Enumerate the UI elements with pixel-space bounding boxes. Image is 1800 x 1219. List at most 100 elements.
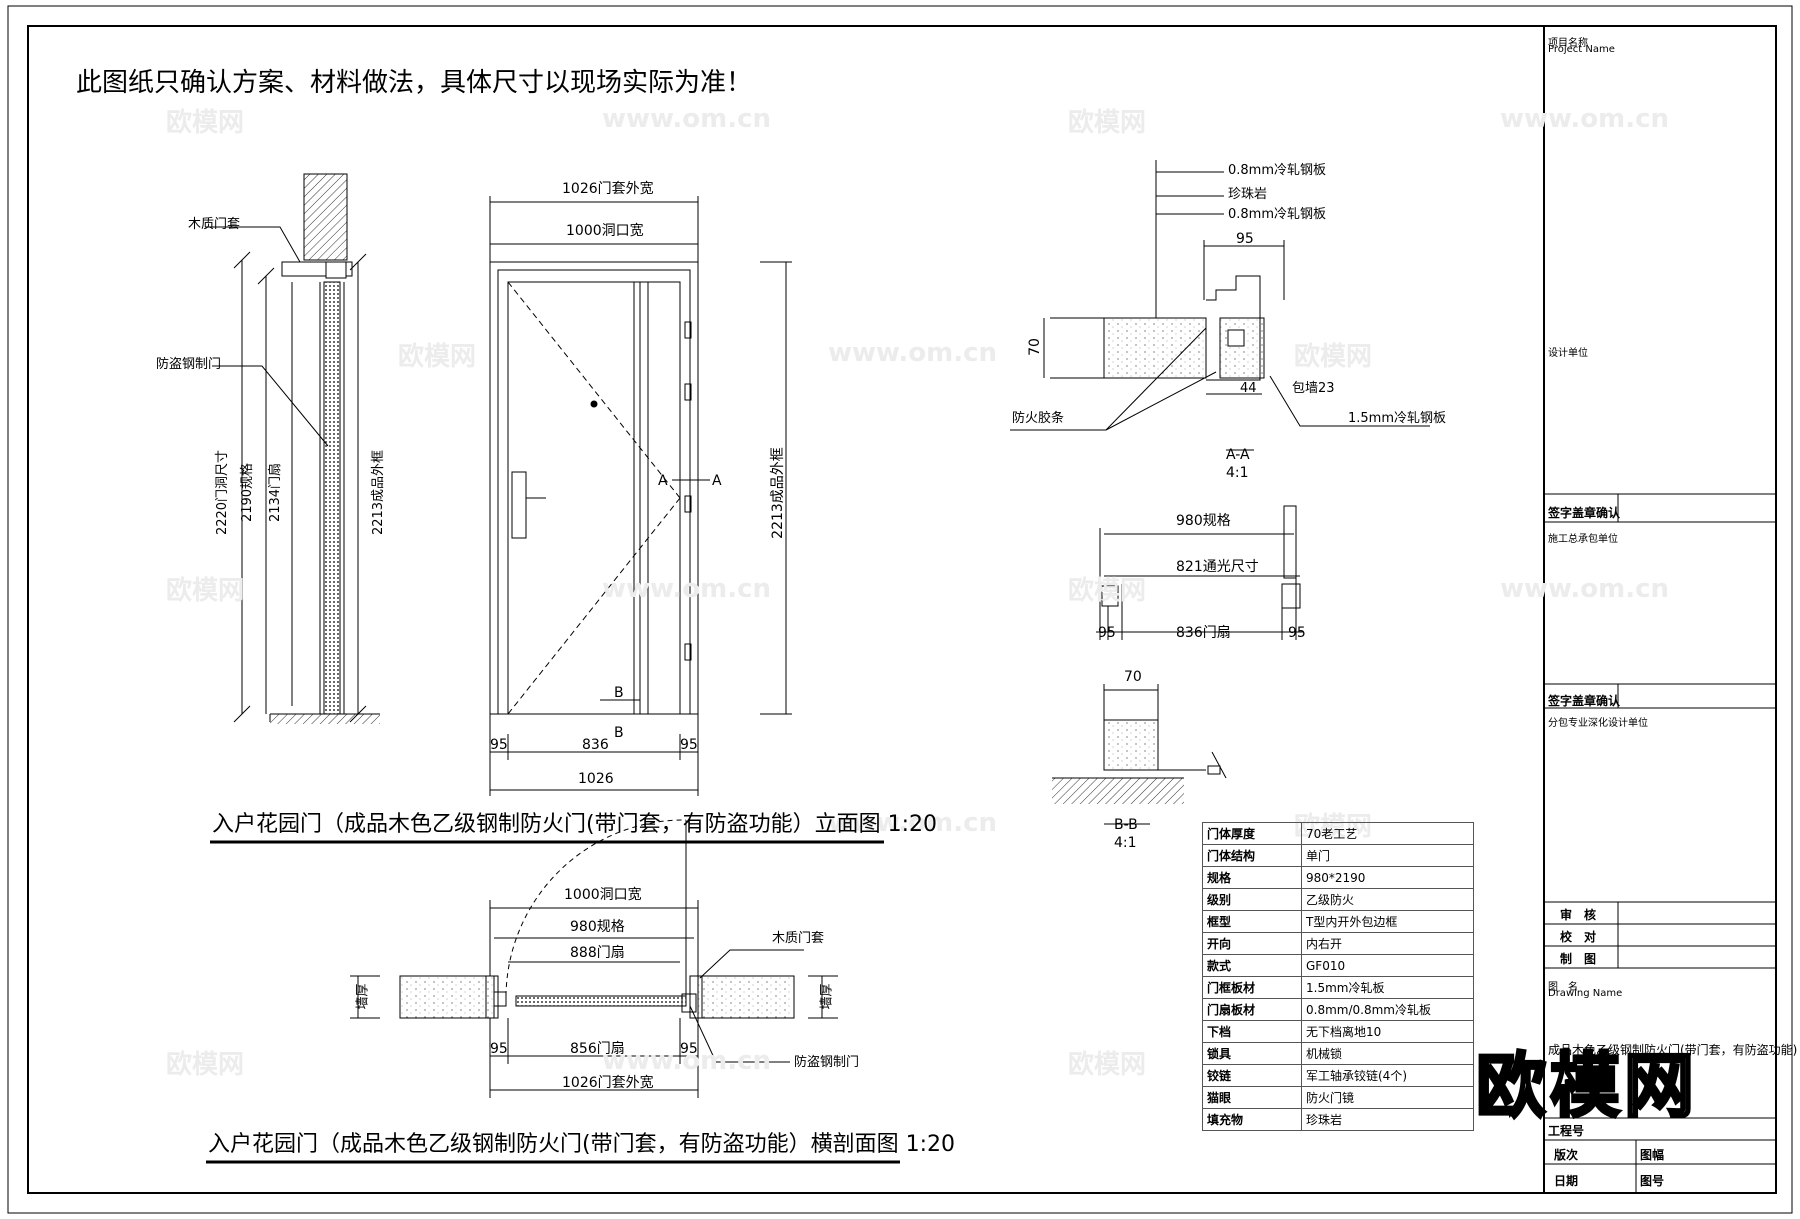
tb-sign2: 签字盖章确认	[1548, 694, 1621, 708]
watermark: 欧模网	[1068, 1050, 1147, 1080]
plan-label-trim: 木质门套	[772, 931, 825, 946]
side-section	[205, 173, 380, 724]
plan-caption: 入户花园门（成品木色乙级钢制防火门(带门套，有防盗功能）横剖面图 1:20	[208, 1132, 955, 1157]
watermark-url: www.om.cn	[1500, 574, 1670, 604]
mid-dim-821: 821通光尺寸	[1176, 559, 1259, 575]
watermark-url: www.om.cn	[602, 104, 772, 134]
plan-bot-1026: 1026门套外宽	[562, 1075, 654, 1091]
elev-bot-836: 836	[582, 737, 609, 753]
spec-row: 下档无下档离地10	[1202, 1020, 1474, 1043]
brand-logo: 欧模网	[1475, 1044, 1698, 1129]
watermark-url: www.om.cn	[828, 808, 998, 838]
aa-dim-44: 44	[1240, 381, 1257, 396]
tb-check: 校 对	[1560, 930, 1597, 944]
spec-row: 级别乙级防火	[1202, 888, 1474, 911]
tb-sign2-sub: 分包专业深化设计单位	[1548, 718, 1648, 729]
tb-drawing-cn: 图 名	[1548, 982, 1578, 993]
elev-bot-1026: 1026	[578, 771, 614, 787]
spec-value: 珍珠岩	[1301, 1108, 1474, 1131]
spec-key: 款式	[1202, 954, 1302, 977]
elev-mark-b-top: B	[614, 685, 624, 701]
side-label-door: 防盗钢制门	[156, 357, 222, 372]
aa-plate: 1.5mm冷轧钢板	[1348, 411, 1447, 426]
mid-dim-836: 836门扇	[1176, 625, 1231, 641]
plan-wall-right: 墙厚	[819, 983, 835, 1010]
elev-bot-95-left: 95	[490, 737, 508, 753]
spec-key: 开向	[1202, 932, 1302, 955]
mid-dim-95l: 95	[1098, 625, 1116, 641]
spec-value: 1.5mm冷轧板	[1301, 976, 1474, 999]
plan-top-1000: 1000洞口宽	[564, 887, 642, 903]
bb-scale: 4:1	[1114, 835, 1137, 851]
watermark-url: www.om.cn	[602, 1046, 772, 1076]
aa-dim-95: 95	[1236, 231, 1254, 247]
elev-top-1026: 1026门套外宽	[562, 181, 654, 197]
spec-row: 门体结构单门	[1202, 844, 1474, 867]
spec-key: 门体结构	[1202, 844, 1302, 867]
spec-value: 防火门镜	[1301, 1086, 1474, 1109]
spec-row: 锁具机械锁	[1202, 1042, 1474, 1065]
watermark: 欧模网	[398, 342, 477, 372]
spec-key: 门扇板材	[1202, 998, 1302, 1021]
tb-review: 审 核	[1560, 908, 1597, 922]
side-label-trim: 木质门套	[188, 217, 241, 232]
spec-key: 门框板材	[1202, 976, 1302, 999]
watermark: 欧模网	[1294, 342, 1373, 372]
spec-key: 猫眼	[1202, 1086, 1302, 1109]
aa-lead1: 0.8mm冷轧钢板	[1228, 163, 1327, 178]
tb-drawing-title: 成品木色乙级钢制防火门(带门套，有防盗功能)	[1548, 1043, 1798, 1057]
elev-mark-b-bottom: B	[614, 725, 624, 741]
section-mid	[1096, 505, 1304, 640]
aa-scale: 4:1	[1226, 465, 1249, 481]
bb-name: B-B	[1114, 817, 1138, 833]
spec-row: 填充物珍珠岩	[1202, 1108, 1474, 1131]
aa-wrap: 包墙23	[1292, 381, 1335, 396]
spec-key: 填充物	[1202, 1108, 1302, 1131]
elev-top-1000: 1000洞口宽	[566, 223, 644, 239]
plan-label-door: 防盗钢制门	[794, 1055, 860, 1070]
plan-wall-left: 墙厚	[355, 983, 371, 1010]
watermark: 欧模网	[166, 1050, 245, 1080]
side-dim-2213: 2213成品外框	[371, 449, 387, 536]
mid-dim-980: 980规格	[1176, 513, 1231, 529]
spec-key: 锁具	[1202, 1042, 1302, 1065]
spec-value: GF010	[1301, 954, 1474, 977]
plan-top-980: 980规格	[570, 919, 625, 935]
spec-row: 铰链军工轴承铰链(4个)	[1202, 1064, 1474, 1087]
spec-key: 规格	[1202, 866, 1302, 889]
spec-value: 机械锁	[1301, 1042, 1474, 1065]
tb-project-en: Project Name	[1548, 44, 1615, 55]
drawing-note: 此图纸只确认方案、材料做法，具体尺寸以现场实际为准！	[76, 68, 753, 98]
watermark-url: www.om.cn	[1500, 104, 1670, 134]
spec-row: 开向内右开	[1202, 932, 1474, 955]
tb-scale: 图幅	[1640, 1148, 1665, 1162]
elev-mark-a-left: A	[658, 473, 668, 489]
plan-top-888: 888门扇	[570, 945, 625, 961]
spec-value: 无下档离地10	[1301, 1020, 1474, 1043]
spec-key: 框型	[1202, 910, 1302, 933]
aa-strip: 防火胶条	[1012, 411, 1065, 426]
section-a-a	[1010, 160, 1430, 451]
plan-bot-856: 856门扇	[570, 1041, 625, 1057]
door-plan	[350, 819, 838, 1098]
watermark-url: www.om.cn	[828, 338, 998, 368]
spec-value: 单门	[1301, 844, 1474, 867]
bb-dim-70: 70	[1124, 669, 1142, 685]
spec-value: 乙级防火	[1301, 888, 1474, 911]
tb-sign1-sub: 施工总承包单位	[1548, 534, 1618, 545]
section-b-b	[1052, 684, 1227, 825]
tb-designer: 设计单位	[1548, 348, 1588, 359]
spec-value: 70老工艺	[1301, 822, 1474, 845]
spec-value: T型内开外包边框	[1301, 910, 1474, 933]
spec-key: 铰链	[1202, 1064, 1302, 1087]
title-block-rules	[1544, 493, 1776, 1193]
watermark: 欧模网	[1068, 108, 1147, 138]
spec-value: 980*2190	[1301, 866, 1474, 889]
plan-bot-95l: 95	[490, 1041, 508, 1057]
aa-lead2: 珍珠岩	[1228, 187, 1268, 202]
tb-project-no: 工程号	[1548, 1124, 1585, 1138]
spec-key: 级别	[1202, 888, 1302, 911]
